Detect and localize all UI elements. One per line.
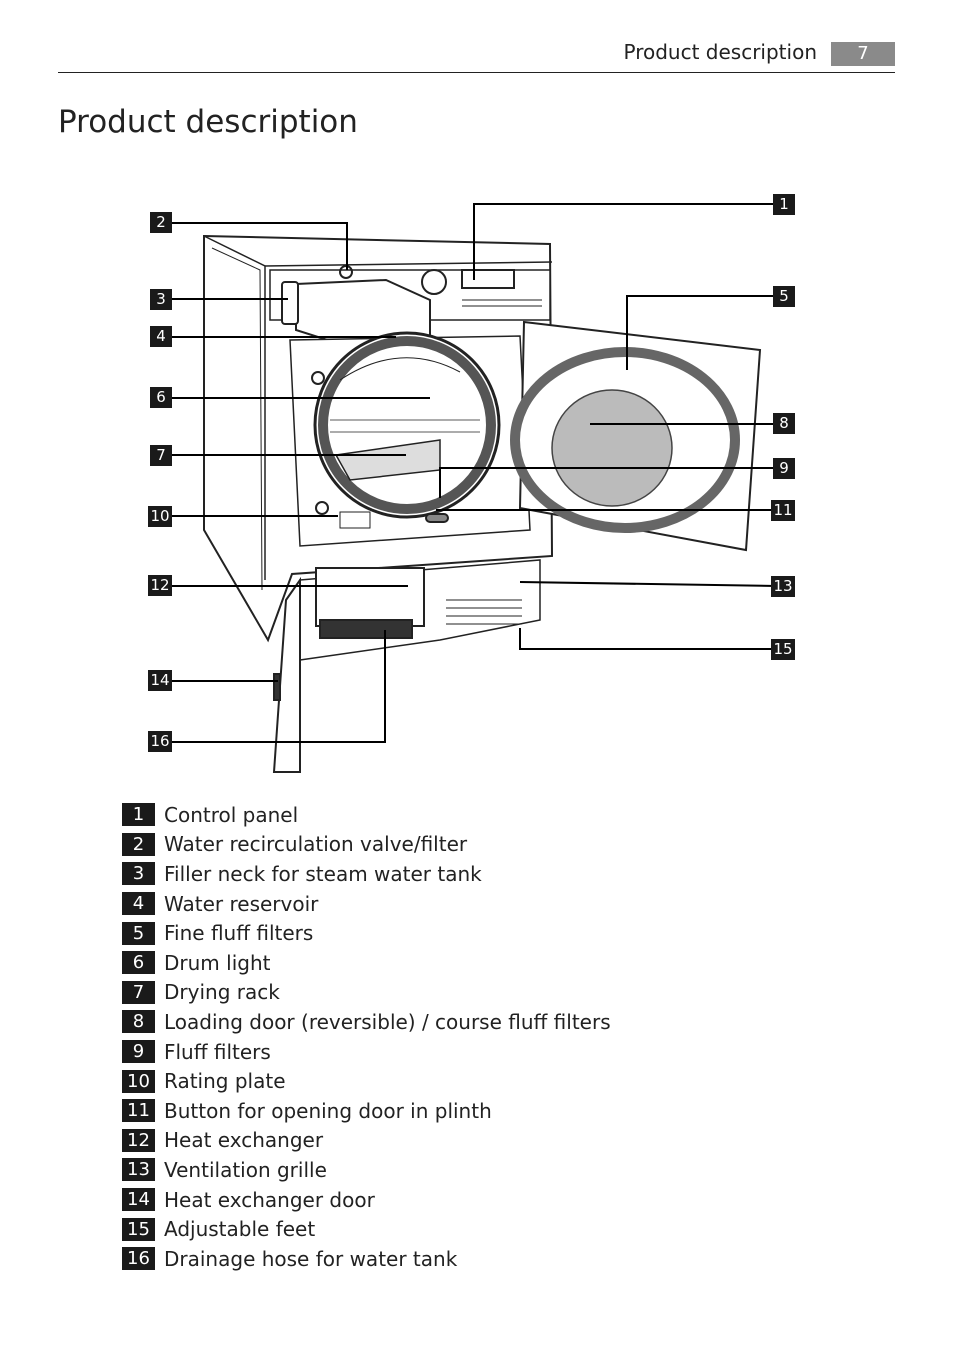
legend-number: 13 [122, 1158, 155, 1182]
legend-item: 7 Drying rack [122, 978, 611, 1008]
callout-11: 11 [771, 500, 795, 521]
svg-text:14: 14 [150, 671, 169, 689]
legend-item: 4 Water reservoir [122, 889, 611, 919]
legend-number: 14 [122, 1188, 155, 1212]
callout-3: 3 [150, 289, 172, 310]
legend-item: 5 Fine fluff filters [122, 918, 611, 948]
svg-text:8: 8 [779, 414, 789, 432]
legend-number: 5 [122, 921, 155, 945]
callout-7: 7 [150, 445, 172, 466]
svg-text:5: 5 [779, 287, 789, 305]
callout-9: 9 [773, 458, 795, 479]
dryer-diagram: 1 2 3 4 5 6 7 8 9 10 11 12 13 14 15 16 [148, 194, 795, 773]
legend-number: 8 [122, 1010, 155, 1034]
legend-item: 2 Water recirculation valve/filter [122, 830, 611, 860]
legend-number: 15 [122, 1217, 155, 1241]
legend-label: Water reservoir [164, 891, 319, 916]
svg-text:16: 16 [150, 732, 169, 750]
legend-label: Control panel [164, 802, 299, 827]
legend-label: Heat exchanger [164, 1128, 324, 1153]
svg-text:3: 3 [156, 290, 166, 308]
legend-number: 9 [122, 1040, 155, 1064]
svg-text:2: 2 [156, 213, 166, 231]
legend-item: 14 Heat exchanger door [122, 1185, 611, 1215]
legend-item: 8 Loading door (reversible) / course fluf… [122, 1007, 611, 1037]
legend-number: 7 [122, 980, 155, 1004]
legend-label: Drying rack [164, 980, 280, 1005]
callout-12: 12 [148, 575, 172, 596]
svg-text:15: 15 [773, 640, 792, 658]
legend-label: Fine fluff filters [164, 921, 314, 946]
callout-16: 16 [148, 731, 172, 752]
callout-labels: 1 2 3 4 5 6 7 8 9 10 11 12 13 14 15 16 [148, 194, 795, 752]
legend-label: Ventilation grille [164, 1157, 327, 1182]
legend-item: 16 Drainage hose for water tank [122, 1244, 611, 1274]
legend-label: Rating plate [164, 1069, 286, 1094]
running-header: Product description 7 [58, 40, 895, 73]
legend-label: Water recirculation valve/filter [164, 832, 468, 857]
callout-13: 13 [771, 576, 795, 597]
svg-text:7: 7 [156, 446, 166, 464]
legend-item: 9 Fluff filters [122, 1037, 611, 1067]
legend-item: 13 Ventilation grille [122, 1155, 611, 1185]
legend-label: Drainage hose for water tank [164, 1246, 458, 1271]
dryer-illustration [203, 234, 762, 773]
legend-label: Adjustable feet [164, 1217, 316, 1242]
svg-text:11: 11 [773, 501, 792, 519]
leader-lines [172, 203, 777, 743]
legend-item: 11 Button for opening door in plinth [122, 1096, 611, 1126]
legend-item: 12 Heat exchanger [122, 1126, 611, 1156]
page-title: Product description [58, 104, 358, 140]
svg-text:6: 6 [156, 388, 166, 406]
legend-label: Button for opening door in plinth [164, 1098, 492, 1123]
legend-number: 3 [122, 862, 155, 886]
callout-5: 5 [773, 286, 795, 307]
legend-number: 10 [122, 1069, 155, 1093]
callout-4: 4 [150, 326, 172, 347]
svg-text:13: 13 [773, 577, 792, 595]
legend-number: 16 [122, 1247, 155, 1271]
legend-item: 15 Adjustable feet [122, 1214, 611, 1244]
legend-number: 2 [122, 832, 155, 856]
legend-label: Loading door (reversible) / course fluff… [164, 1009, 611, 1034]
parts-legend: 1 Control panel 2 Water recirculation valv… [122, 800, 611, 1274]
page-number: 7 [831, 42, 895, 66]
callout-14: 14 [148, 670, 172, 691]
svg-text:9: 9 [779, 459, 789, 477]
legend-item: 10 Rating plate [122, 1066, 611, 1096]
legend-label: Filler neck for steam water tank [164, 861, 482, 886]
legend-number: 11 [122, 1099, 155, 1123]
legend-label: Heat exchanger door [164, 1187, 375, 1212]
callout-6: 6 [150, 387, 172, 408]
running-title: Product description [623, 40, 818, 64]
callout-15: 15 [771, 639, 795, 660]
legend-label: Fluff filters [164, 1039, 271, 1064]
svg-text:10: 10 [150, 507, 169, 525]
svg-text:4: 4 [156, 327, 166, 345]
callout-1: 1 [773, 194, 795, 215]
legend-number: 6 [122, 951, 155, 975]
legend-number: 12 [122, 1128, 155, 1152]
callout-2: 2 [150, 212, 172, 233]
legend-item: 6 Drum light [122, 948, 611, 978]
callout-8: 8 [773, 413, 795, 434]
svg-text:12: 12 [150, 576, 169, 594]
legend-number: 1 [122, 803, 155, 827]
legend-item: 3 Filler neck for steam water tank [122, 859, 611, 889]
legend-label: Drum light [164, 950, 271, 975]
callout-10: 10 [148, 506, 172, 527]
legend-item: 1 Control panel [122, 800, 611, 830]
svg-text:1: 1 [779, 195, 789, 213]
legend-number: 4 [122, 892, 155, 916]
